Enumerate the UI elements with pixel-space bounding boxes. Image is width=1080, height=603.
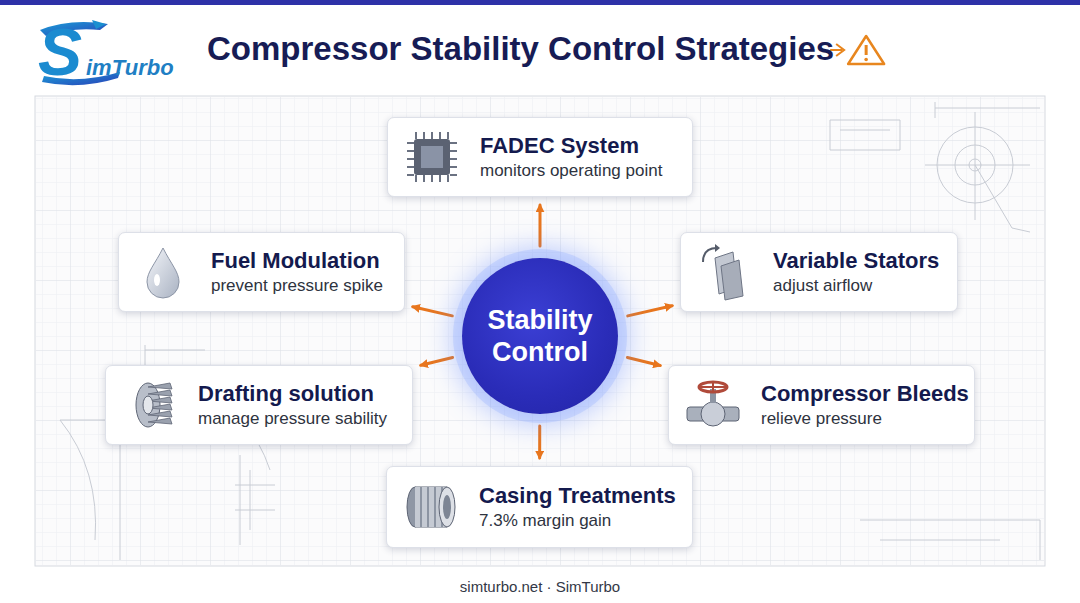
decor-ellipse bbox=[154, 274, 160, 286]
connector-arrow bbox=[539, 205, 542, 246]
decor-path bbox=[865, 45, 868, 55]
hub-label: Stability Control bbox=[470, 304, 610, 369]
warning-icon bbox=[830, 36, 884, 64]
box-description: relieve pressure bbox=[761, 408, 956, 430]
box-heading: FADEC System bbox=[480, 132, 674, 160]
grid-panel bbox=[35, 96, 1045, 566]
decor-path bbox=[420, 487, 422, 527]
decor-path bbox=[721, 260, 743, 300]
decor-path bbox=[434, 487, 436, 527]
strategy-box: Compressor Bleedsrelieve pressure bbox=[668, 365, 975, 445]
decor-path bbox=[427, 487, 429, 527]
strategy-box: Casing Treatments7.3% margin gain bbox=[386, 466, 693, 548]
box-description: monitors operating point bbox=[480, 160, 674, 182]
decor-path bbox=[148, 390, 172, 396]
chip-icon bbox=[400, 127, 464, 187]
connector-arrow bbox=[628, 306, 672, 316]
decor-path bbox=[148, 418, 172, 424]
box-description: adjust airflow bbox=[773, 275, 939, 297]
decor-path bbox=[147, 248, 179, 298]
vane-icon bbox=[693, 242, 757, 302]
box-heading: Casing Treatments bbox=[479, 482, 674, 510]
strategy-box: Fuel Modulationprevent pressure spike bbox=[118, 232, 405, 312]
hub-circle: Stability Control bbox=[462, 258, 618, 414]
box-description: prevent pressure spike bbox=[211, 275, 386, 297]
decor-path bbox=[925, 112, 1030, 232]
box-heading: Fuel Modulation bbox=[211, 247, 386, 275]
turbine-icon bbox=[118, 375, 182, 435]
decor-ellipse bbox=[439, 487, 455, 527]
box-heading: Variable Stators bbox=[773, 247, 939, 275]
decor-path bbox=[407, 132, 457, 182]
connector-arrow bbox=[538, 426, 541, 458]
decor-path bbox=[699, 382, 727, 392]
grid bbox=[36, 97, 1044, 565]
top-bar bbox=[0, 0, 1080, 5]
decor-path bbox=[703, 248, 717, 262]
strategy-box: Drafting solutionmanage pressure sabilit… bbox=[105, 365, 413, 445]
decor-circle bbox=[864, 58, 868, 62]
decor-path bbox=[715, 244, 720, 252]
diagram-title: Compressor Stability Control Strategies bbox=[207, 30, 834, 68]
caption: simturbo.net · SimTurbo bbox=[0, 578, 1080, 595]
logo-text: imTurbo bbox=[86, 55, 174, 81]
box-heading: Compressor Bleeds bbox=[761, 380, 956, 408]
connector-arrow bbox=[413, 307, 452, 316]
decor-circle bbox=[701, 402, 725, 426]
decor-path bbox=[407, 132, 457, 182]
drop-icon bbox=[131, 242, 195, 302]
duct-icon bbox=[399, 477, 463, 537]
decor-ellipse bbox=[699, 382, 727, 392]
connector-arrow bbox=[421, 357, 453, 365]
box-description: manage pressure sability bbox=[198, 408, 394, 430]
strategy-box: FADEC Systemmonitors operating point bbox=[387, 117, 693, 197]
decor-path bbox=[830, 102, 1040, 150]
box-heading: Drafting solution bbox=[198, 380, 394, 408]
box-description: 7.3% margin gain bbox=[479, 510, 674, 532]
logo-text: S bbox=[38, 14, 82, 90]
decor-path bbox=[148, 383, 172, 389]
decor-rect bbox=[421, 146, 443, 168]
decor-rect bbox=[414, 139, 450, 175]
decor-path bbox=[407, 132, 457, 182]
decor-path bbox=[848, 36, 884, 64]
decor-path bbox=[407, 132, 457, 182]
strategy-box: Variable Statorsadjust airflow bbox=[680, 232, 958, 312]
valve-icon bbox=[681, 375, 745, 435]
connector-arrow bbox=[627, 357, 660, 365]
decor-path bbox=[407, 132, 457, 182]
decor-ellipse bbox=[143, 396, 153, 414]
faint-drawing bbox=[60, 102, 1040, 560]
decor-path bbox=[92, 20, 106, 29]
decor-ellipse bbox=[443, 495, 451, 519]
